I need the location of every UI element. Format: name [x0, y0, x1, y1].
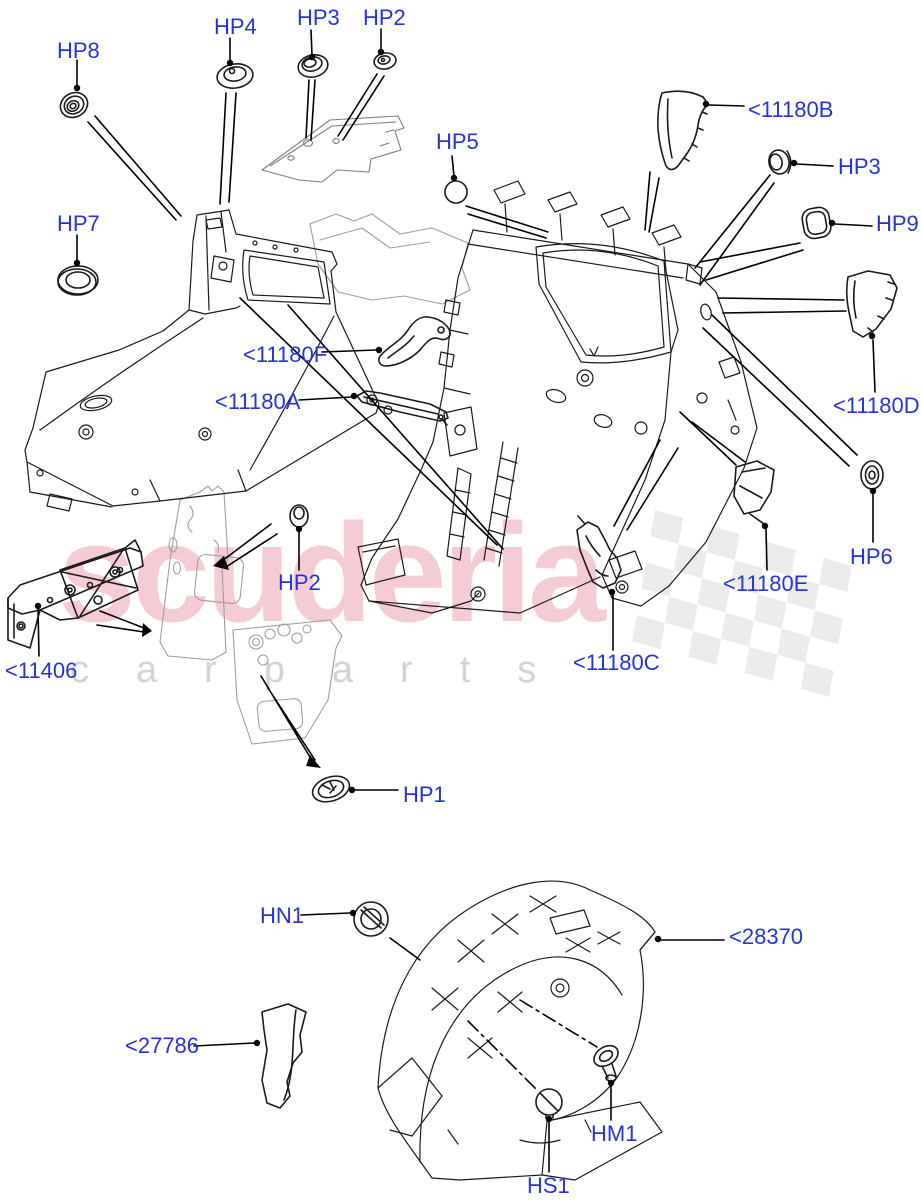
part-28370-wheel-arch-liner	[377, 880, 663, 1181]
part-label-27786: <27786	[125, 1033, 199, 1058]
grommet-hp5	[444, 180, 468, 204]
part-label-hp3-right: HP3	[838, 154, 881, 179]
part-label-hp6: HP6	[850, 544, 893, 569]
ghost-structure-extension	[309, 213, 471, 305]
part-label-11406: <11406	[5, 658, 77, 683]
watermark: scuderia carparts	[58, 494, 852, 697]
part-label-11180d: <11180D	[833, 393, 920, 418]
grommet-hp4	[216, 63, 254, 89]
part-label-11180f: <11180F	[243, 342, 327, 367]
seal-hp9	[801, 206, 832, 240]
part-label-hm1: HM1	[591, 1121, 637, 1146]
part-label-hp7: HP7	[57, 211, 100, 236]
part-labels: HP8 HP4 HP3 HP2 HP5 <11180B HP3 HP9 HP7 …	[5, 5, 920, 1198]
part-label-11180b: <11180B	[748, 97, 833, 122]
fastener-hm1	[593, 1044, 619, 1082]
part-label-hp1: HP1	[403, 782, 446, 807]
ghost-panel-tall	[159, 485, 245, 661]
part-label-hp3-top: HP3	[297, 5, 340, 30]
part-label-hs1: HS1	[527, 1173, 570, 1198]
part-11180f-strip	[378, 316, 451, 367]
grommet-hp6	[860, 460, 884, 490]
part-label-11180c: <11180C	[573, 650, 660, 675]
part-11180b-pillar-trim	[657, 90, 709, 171]
watermark-subtext: carparts	[70, 649, 583, 691]
part-27786-panel	[261, 1003, 307, 1109]
grommet-hp7	[57, 265, 99, 296]
part-label-11180a: <11180A	[215, 389, 301, 414]
part-label-hp4: HP4	[214, 14, 257, 39]
leader-lines	[34, 28, 877, 1173]
part-11180c-bracket	[576, 515, 622, 589]
part-label-11180e: <11180E	[723, 571, 808, 596]
grommet-hp2-top	[373, 52, 397, 70]
fastener-hs1	[535, 1088, 563, 1119]
part-label-hp5: HP5	[436, 129, 479, 154]
reinforcement-flat-panel	[261, 115, 405, 183]
watermark-brand-text: scuderia	[58, 494, 607, 651]
ghost-panel-lower	[232, 619, 343, 745]
part-label-hp2-top: HP2	[363, 5, 406, 30]
part-label-28370: <28370	[729, 924, 803, 949]
fastener-hn1	[353, 901, 389, 937]
part-label-hp9: HP9	[876, 211, 919, 236]
part-label-hp2-mid: HP2	[278, 570, 321, 595]
grommet-hp3-right	[768, 149, 792, 175]
checkered-flag-watermark	[632, 510, 852, 697]
grommet-hp1	[311, 775, 351, 803]
part-label-hn1: HN1	[260, 903, 304, 928]
left-inner-wheelhouse-structure	[24, 209, 393, 512]
grommet-hp8	[59, 91, 89, 119]
part-11180a-strip	[356, 390, 449, 426]
part-11406-bracket	[7, 539, 144, 649]
part-11180e-trim	[733, 460, 775, 525]
part-11180d-trim	[845, 270, 898, 338]
part-label-hp8: HP8	[57, 38, 100, 63]
